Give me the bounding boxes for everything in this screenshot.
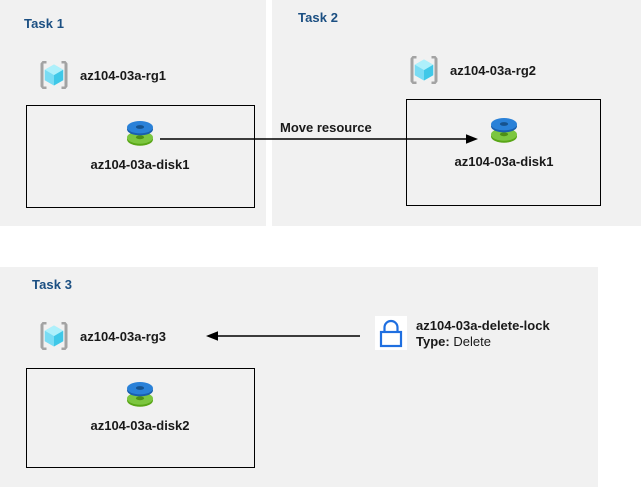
resource-group-task2: az104-03a-rg2	[406, 52, 536, 88]
panel-title-task1: Task 1	[24, 16, 65, 31]
resource-group-cube-icon	[40, 61, 68, 89]
resource-group-label-task1: az104-03a-rg1	[80, 67, 166, 83]
resource-group-label-task2: az104-03a-rg2	[450, 62, 536, 78]
resource-group-cube-icon	[410, 56, 438, 84]
delete-lock-group: az104-03a-delete-lock Type: Delete	[375, 316, 550, 350]
delete-lock-name: az104-03a-delete-lock	[416, 318, 550, 333]
panel-task2	[272, 0, 641, 226]
panel-task3	[0, 267, 598, 487]
resource-container-task2	[406, 99, 601, 206]
delete-lock-type-line: Type: Delete	[416, 334, 550, 350]
managed-disk-icon	[127, 382, 153, 407]
arrow-lock-to-resource-group	[206, 331, 360, 341]
managed-disk-icon	[491, 118, 517, 143]
resource-disk-task1: az104-03a-disk1	[75, 113, 205, 172]
resource-group-task1: az104-03a-rg1	[36, 57, 166, 93]
padlock-icon	[375, 316, 407, 350]
managed-disk-icon	[127, 121, 153, 146]
delete-lock-type-key: Type:	[416, 334, 450, 349]
resource-disk-label-task3: az104-03a-disk2	[90, 418, 190, 433]
resource-disk-task3: az104-03a-disk2	[75, 374, 205, 433]
delete-lock-type-value: Delete	[453, 334, 491, 349]
panel-task1	[0, 0, 266, 226]
arrow-move-resource-label: Move resource	[280, 120, 372, 135]
arrow-move-resource	[160, 134, 478, 144]
resource-group-label-task3: az104-03a-rg3	[80, 328, 166, 344]
resource-group-cube-icon	[40, 322, 68, 350]
delete-lock-text: az104-03a-delete-lock Type: Delete	[416, 318, 550, 350]
panel-title-task3: Task 3	[32, 277, 73, 292]
resource-disk-label-task1: az104-03a-disk1	[90, 157, 190, 172]
resource-container-task1	[26, 105, 255, 208]
resource-disk-task2: az104-03a-disk1	[439, 110, 569, 169]
resource-disk-label-task2: az104-03a-disk1	[454, 154, 554, 169]
resource-group-task3: az104-03a-rg3	[36, 318, 166, 354]
panel-title-task2: Task 2	[298, 10, 339, 25]
resource-container-task3	[26, 368, 255, 468]
